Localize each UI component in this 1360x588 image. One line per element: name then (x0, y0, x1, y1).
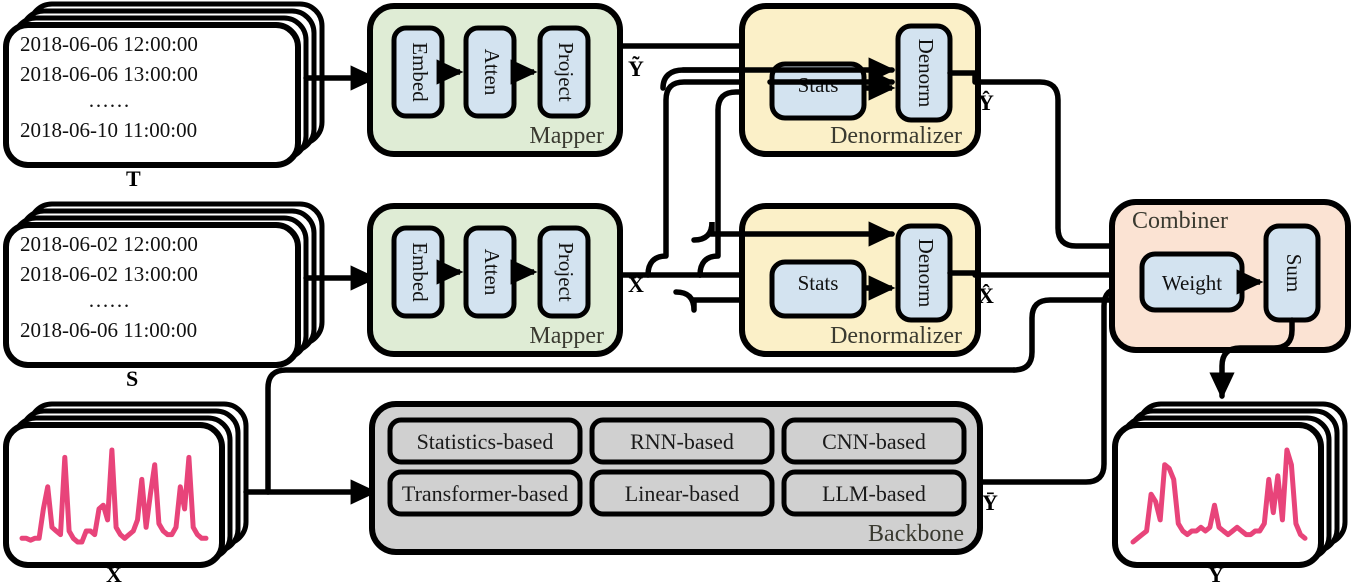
series-x-line (19, 447, 209, 545)
mapper-top-label-project: Project (554, 42, 578, 102)
backbone-item-transformer[interactable] (387, 469, 583, 517)
backbone-title: Backbone (868, 521, 964, 547)
series-y-line (1130, 447, 1308, 545)
denorm-top-stats-block[interactable] (769, 61, 867, 121)
backbone-item-cnn[interactable] (781, 417, 967, 465)
mapper-top-block-project[interactable] (537, 25, 591, 119)
backbone-label-cnn: CNN-based (822, 429, 926, 454)
wire-X-to-right-spine (265, 367, 1017, 495)
mapper-top-label-atten: Atten (480, 49, 504, 96)
denormalizer-bottom-panel[interactable]: Stats Denorm Denormalizer (739, 203, 981, 357)
wire-Yhat-to-sum (972, 79, 1266, 259)
card-T[interactable] (3, 22, 301, 168)
backbone-label-statistics: Statistics-based (417, 429, 554, 454)
wire-denorm-top-out (947, 70, 978, 85)
mapper-bottom-label-project: Project (554, 242, 578, 302)
combiner-sum-label: Sum (1282, 254, 1306, 293)
backbone-label-linear: Linear-based (625, 481, 739, 506)
wire-Xtilde-riser (697, 89, 773, 278)
mapper-bottom-label-embed: Embed (408, 242, 432, 302)
backbone-item-statistics[interactable] (387, 417, 583, 465)
combiner-panel[interactable]: Weight Sum Combiner (1109, 199, 1351, 353)
wire-sum-to-Y (1209, 317, 1295, 400)
mapper-bottom-label-atten: Atten (480, 249, 504, 296)
denormalizer-top-title: Denormalizer (830, 123, 962, 149)
mapper-top-label-embed: Embed (408, 42, 432, 102)
denorm-top-stats-label: Stats (798, 73, 839, 97)
denorm-top-denorm-label: Denorm (914, 39, 938, 108)
wire-Xtilde-to-stats-top-1 (645, 69, 774, 278)
denorm-bottom-denorm-label: Denorm (914, 239, 938, 308)
wire-denorm-bottom-out (947, 270, 978, 278)
card-S[interactable] (3, 222, 301, 368)
mapper-top-panel[interactable]: Embed Atten Project Mapper (367, 3, 623, 157)
denorm-bottom-stats-block[interactable] (769, 259, 867, 319)
backbone-item-llm[interactable] (781, 469, 967, 517)
backbone-item-rnn[interactable] (589, 417, 775, 465)
card-Y[interactable] (1112, 422, 1324, 568)
denormalizer-bottom-title: Denormalizer (830, 323, 962, 349)
combiner-weight-label: Weight (1162, 271, 1222, 295)
denorm-bottom-stats-label: Stats (798, 271, 839, 295)
backbone-item-linear[interactable] (589, 469, 775, 517)
backbone-panel[interactable]: Statistics-based RNN-based CNN-based Tra… (369, 401, 983, 555)
wires-overlay (680, 57, 978, 278)
backbone-label-transformer: Transformer-based (402, 481, 568, 506)
backbone-label-rnn: RNN-based (630, 429, 734, 454)
mapper-bottom-block-project[interactable] (537, 225, 591, 319)
wire-X-up-to-combiner (1011, 287, 1172, 373)
mapper-top-title: Mapper (529, 123, 604, 149)
mapper-bottom-title: Mapper (529, 323, 604, 349)
combiner-title: Combiner (1132, 208, 1228, 234)
wire-denorm-bottom-direct (691, 221, 896, 247)
mapper-bottom-panel[interactable]: Embed Atten Project Mapper (367, 203, 623, 357)
backbone-label-llm: LLM-based (822, 481, 926, 506)
wire-Xtilde-to-stats-bottom-2 (673, 287, 774, 313)
